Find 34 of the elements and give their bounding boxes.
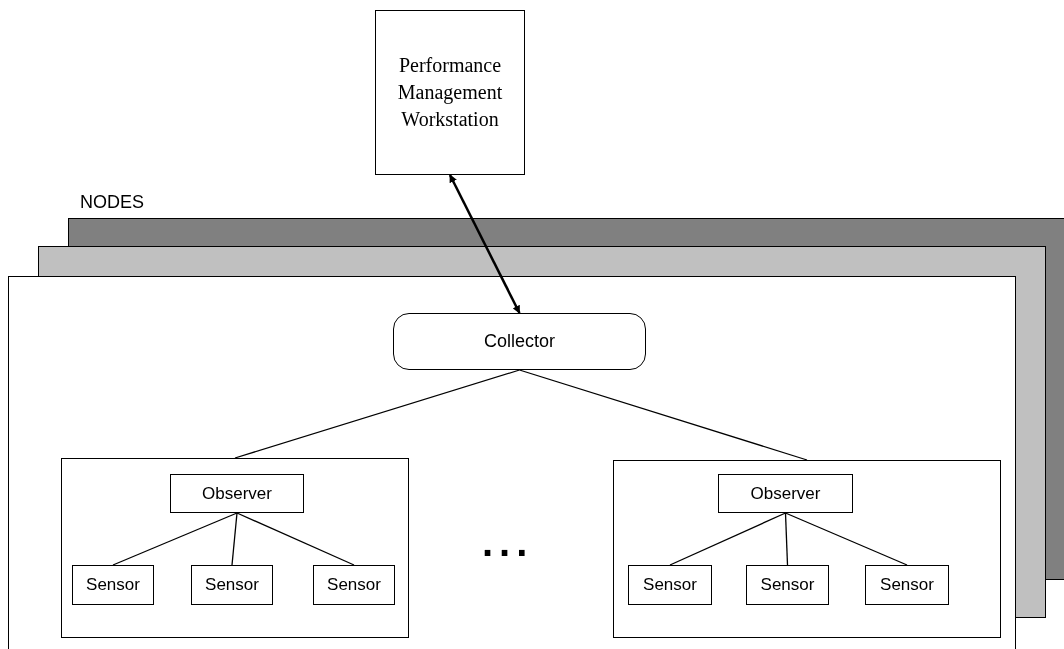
observer-box (170, 474, 304, 513)
sensor-box (191, 565, 273, 605)
sensor-box (746, 565, 829, 605)
node-label: Sensor (880, 575, 934, 595)
connector-line (784, 512, 908, 566)
group-box (613, 460, 1001, 638)
node-label: Collector (484, 331, 555, 352)
sensor-box (628, 565, 712, 605)
node-label: Observer (750, 483, 821, 504)
node-label: Sensor (86, 575, 140, 595)
connector-line (784, 512, 789, 566)
workstation-box (375, 10, 525, 175)
node-label: Sensor (760, 575, 815, 595)
collector-box (393, 313, 646, 370)
section-heading: NODES (80, 192, 144, 213)
arrow (448, 174, 521, 314)
node-label: Sensor (643, 575, 697, 595)
sensor-box (72, 565, 154, 605)
observer-box (718, 474, 853, 513)
sensor-box (865, 565, 949, 605)
connector-line (518, 369, 808, 461)
node-title: Performance Management Workstation (396, 53, 504, 132)
node-label: Sensor (205, 575, 259, 595)
group-box (61, 458, 409, 638)
connector-line (236, 512, 355, 566)
sensor-box (313, 565, 395, 605)
connector-line (231, 512, 238, 566)
ellipsis: ... (482, 520, 534, 565)
node-label: Sensor (327, 575, 381, 595)
connector-line (112, 512, 238, 566)
node-label: Observer (202, 483, 272, 504)
connector-line (669, 512, 787, 566)
connector-line (234, 369, 521, 459)
node-panel (8, 276, 1016, 649)
